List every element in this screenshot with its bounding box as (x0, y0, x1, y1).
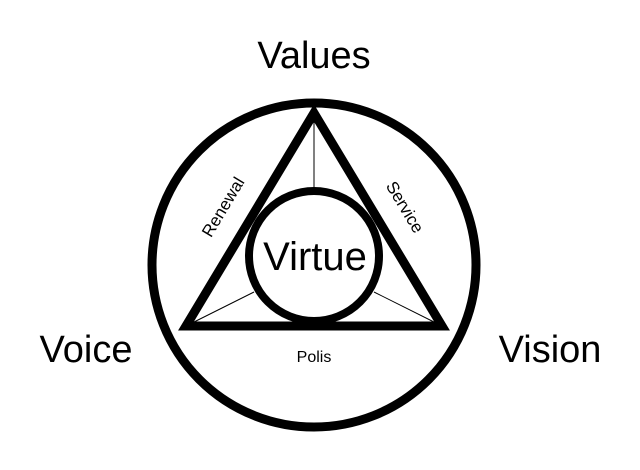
voice-label: Voice (40, 329, 133, 371)
spoke-right (373, 291, 443, 327)
inner-circle (245, 187, 383, 325)
outer-circle (147, 98, 481, 432)
vision-label: Vision (499, 329, 602, 371)
spoke-left (185, 291, 255, 327)
virtue-label: Virtue (263, 235, 367, 279)
polis-label: Polis (297, 349, 332, 366)
values-label: Values (257, 35, 370, 77)
triangle (178, 104, 450, 331)
service-label: Service (382, 178, 427, 236)
